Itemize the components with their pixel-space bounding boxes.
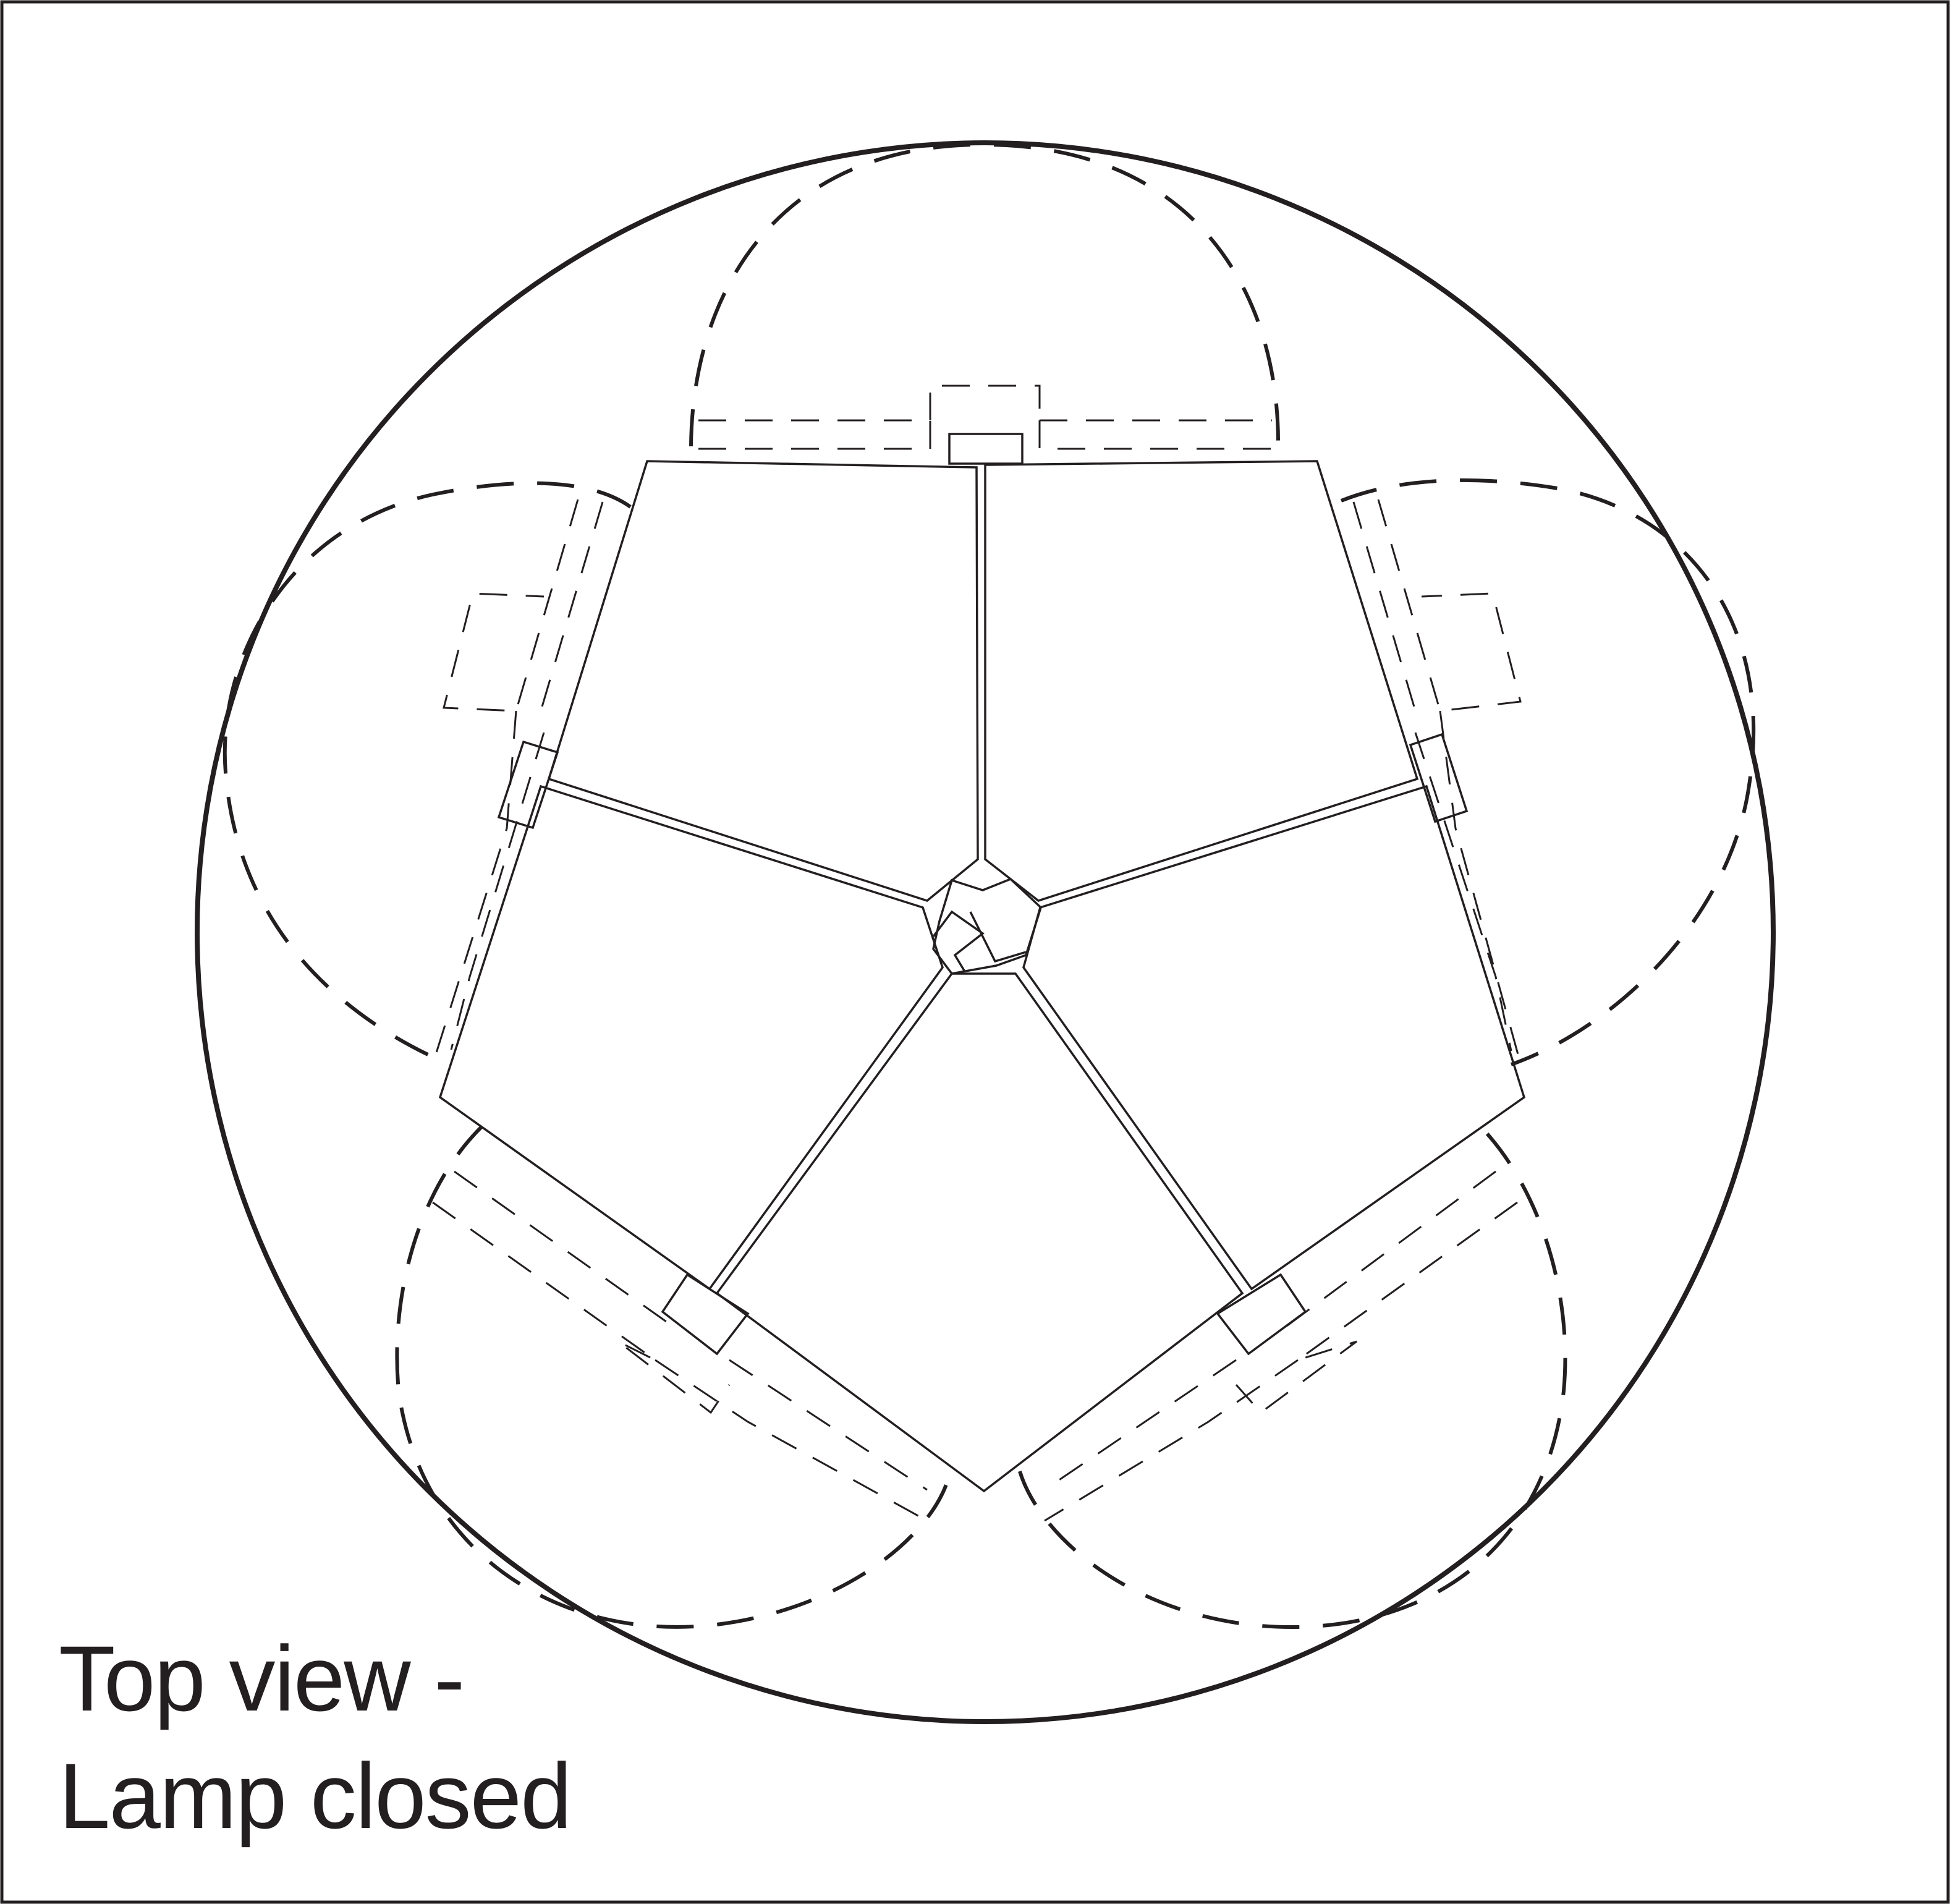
hinge-tab-right (1409, 733, 1469, 823)
hidden-petal-right (1340, 478, 1756, 1066)
petal-top-right (984, 460, 1419, 902)
caption-line-2: Lamp closed (59, 1744, 572, 1848)
diagram-caption: Top view - Lamp closed (59, 1620, 572, 1855)
outer-sphere-outline (195, 140, 1776, 1724)
hidden-bracket-left (431, 499, 604, 1065)
hub-inner-fold (932, 910, 985, 971)
closed-petals (438, 460, 1526, 1493)
hidden-hinge-brackets (431, 385, 1522, 1522)
petal-right (1022, 784, 1526, 1291)
hidden-bracket-bottom-right (1044, 1170, 1518, 1522)
central-hub (932, 877, 1042, 975)
hinge-tab-left (497, 740, 559, 830)
petal-left (438, 784, 944, 1291)
hidden-petal-bottom-right (1018, 1124, 1567, 1629)
hidden-petal-bottom-left (395, 1124, 952, 1629)
hinge-tabs (497, 433, 1469, 1356)
petal-top-left (547, 460, 979, 902)
hidden-petal-top (689, 142, 1281, 447)
petal-bottom (715, 972, 1244, 1493)
hidden-bracket-right (1352, 499, 1522, 1064)
hub-inner-notch (969, 911, 1027, 963)
hinge-tab-top (948, 433, 1024, 465)
hidden-petal-left (223, 481, 632, 1060)
hub-outline (932, 877, 1042, 975)
caption-line-1: Top view - (59, 1626, 465, 1730)
hinge-tab-bottom-left (661, 1273, 750, 1356)
hidden-bracket-bottom-left (432, 1170, 928, 1522)
hinge-tab-bottom-right (1216, 1273, 1307, 1356)
hidden-petal-arcs (223, 142, 1756, 1629)
hidden-bracket-top (698, 385, 1272, 450)
